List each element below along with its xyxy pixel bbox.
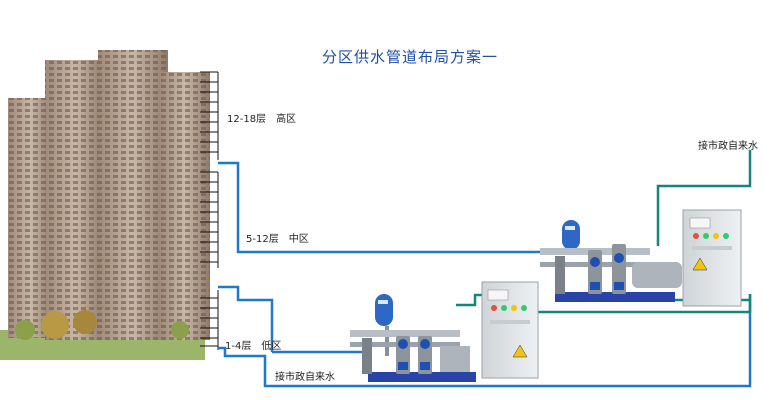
control-cabinet-high [682, 209, 742, 307]
zone-floors-high: 12-18层 [227, 114, 267, 125]
zone-floors-middle: 5-12层 [246, 234, 279, 245]
diagram-title: 分区供水管道布局方案一 [322, 48, 499, 66]
supply-label-lower: 接市政自来水 [275, 372, 335, 383]
pump-station-low [350, 294, 476, 382]
pump-station-high [540, 220, 682, 302]
zone-name-high: 高区 [276, 114, 297, 125]
zone-label-high: 12-18层高区 [227, 110, 296, 125]
zone-floors-low: 1-4层 [225, 341, 252, 352]
zone-label-low: 1-4层低区 [225, 337, 281, 352]
building-illustration [0, 50, 210, 360]
supply-label-upper: 接市政自来水 [698, 141, 758, 152]
zone-label-middle: 5-12层中区 [246, 230, 309, 245]
riser-pipes [200, 71, 219, 350]
high-zone-pipe [218, 161, 556, 254]
zone-name-low: 低区 [261, 341, 282, 352]
control-cabinet-low [481, 281, 539, 379]
zone-name-middle: 中区 [288, 234, 309, 245]
middle-zone-pipe [218, 285, 274, 352]
low-zone-pipe [218, 294, 752, 388]
